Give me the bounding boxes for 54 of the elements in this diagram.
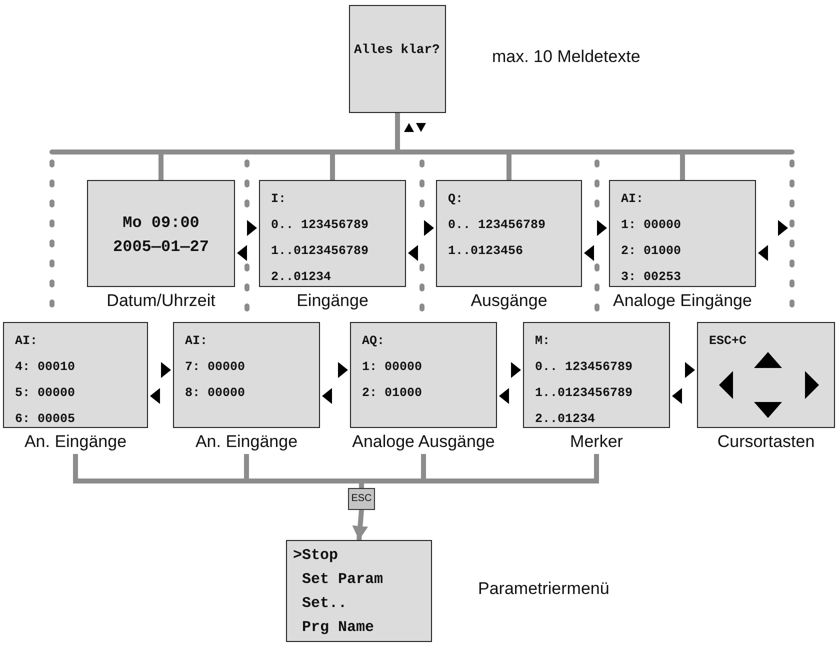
screen-text: 0.. 123456789: [535, 359, 634, 376]
screen-text: Q:: [448, 191, 464, 208]
screen-text: 0.. 123456789: [271, 217, 370, 234]
screen-text: Set Param: [301, 570, 384, 590]
navigation-arrows: [320, 362, 350, 404]
screen-text: 2: 01000: [621, 243, 682, 260]
screen-caption: Merker: [570, 432, 623, 452]
screen-text: AI:: [185, 333, 209, 350]
screen-caption: Analoge Ausgänge: [352, 432, 495, 452]
screen-text: 1..0123456789: [271, 243, 370, 260]
screen-text: 1: 00000: [362, 359, 424, 376]
screen-caption: Ausgänge: [470, 291, 548, 311]
esc-key: ESC: [348, 488, 375, 510]
screen-text: I:: [271, 191, 288, 208]
screen-caption: An. Eingänge: [195, 432, 298, 452]
screen-text: 3: 00253: [621, 269, 682, 286]
screen-text: AI:: [15, 333, 39, 350]
screen-caption: Datum/Uhrzeit: [106, 291, 216, 311]
connector-line: [352, 510, 368, 540]
screen-text: 2..01234: [271, 269, 332, 286]
screen-text: 1: 00000: [621, 217, 682, 234]
screen-text: 1..0123456: [448, 243, 524, 260]
screen-text: Set..: [301, 594, 348, 614]
screen-text: ESC+C: [709, 333, 748, 350]
screen-caption: max. 10 Meldetexte: [492, 47, 640, 67]
navigation-arrows: [406, 220, 436, 261]
navigation-arrows: [497, 362, 523, 404]
screen-text: 6: 00005: [15, 411, 76, 428]
screen-text: 0.. 123456789: [448, 217, 547, 234]
navigation-arrows: [670, 362, 697, 404]
screen-caption: Cursortasten: [717, 432, 815, 452]
screen-text: 2005—01—27: [112, 237, 210, 258]
navigation-arrows: [756, 220, 790, 261]
screen-caption: An. Eingänge: [24, 432, 127, 452]
navigation-arrows: [148, 362, 173, 404]
screen-text: AQ:: [362, 333, 386, 350]
screen-text: Alles klar?: [354, 41, 441, 59]
screen-text: 8: 00000: [185, 385, 246, 402]
screen-caption: Parametriermenü: [478, 579, 610, 599]
screen-text: AI:: [621, 191, 645, 208]
screen-caption: Eingänge: [296, 291, 368, 311]
screen-text: 5: 00000: [15, 385, 76, 402]
screen-text: 2..01234: [535, 411, 596, 428]
screen-text: 2: 01000: [362, 385, 424, 402]
screen-text: Prg Name: [301, 618, 376, 638]
screen-text: Mo 09:00: [122, 213, 200, 234]
navigation-arrows: [235, 220, 259, 261]
screen-text: 7: 00000: [185, 359, 246, 376]
screen-text: 4: 00010: [15, 359, 76, 376]
screen-text: 1..0123456789: [535, 385, 634, 402]
navigation-arrows: [582, 220, 609, 261]
screen-text: M:: [535, 333, 552, 350]
screen-caption: Analoge Eingänge: [613, 291, 752, 311]
screen-text: >Stop: [293, 546, 340, 566]
